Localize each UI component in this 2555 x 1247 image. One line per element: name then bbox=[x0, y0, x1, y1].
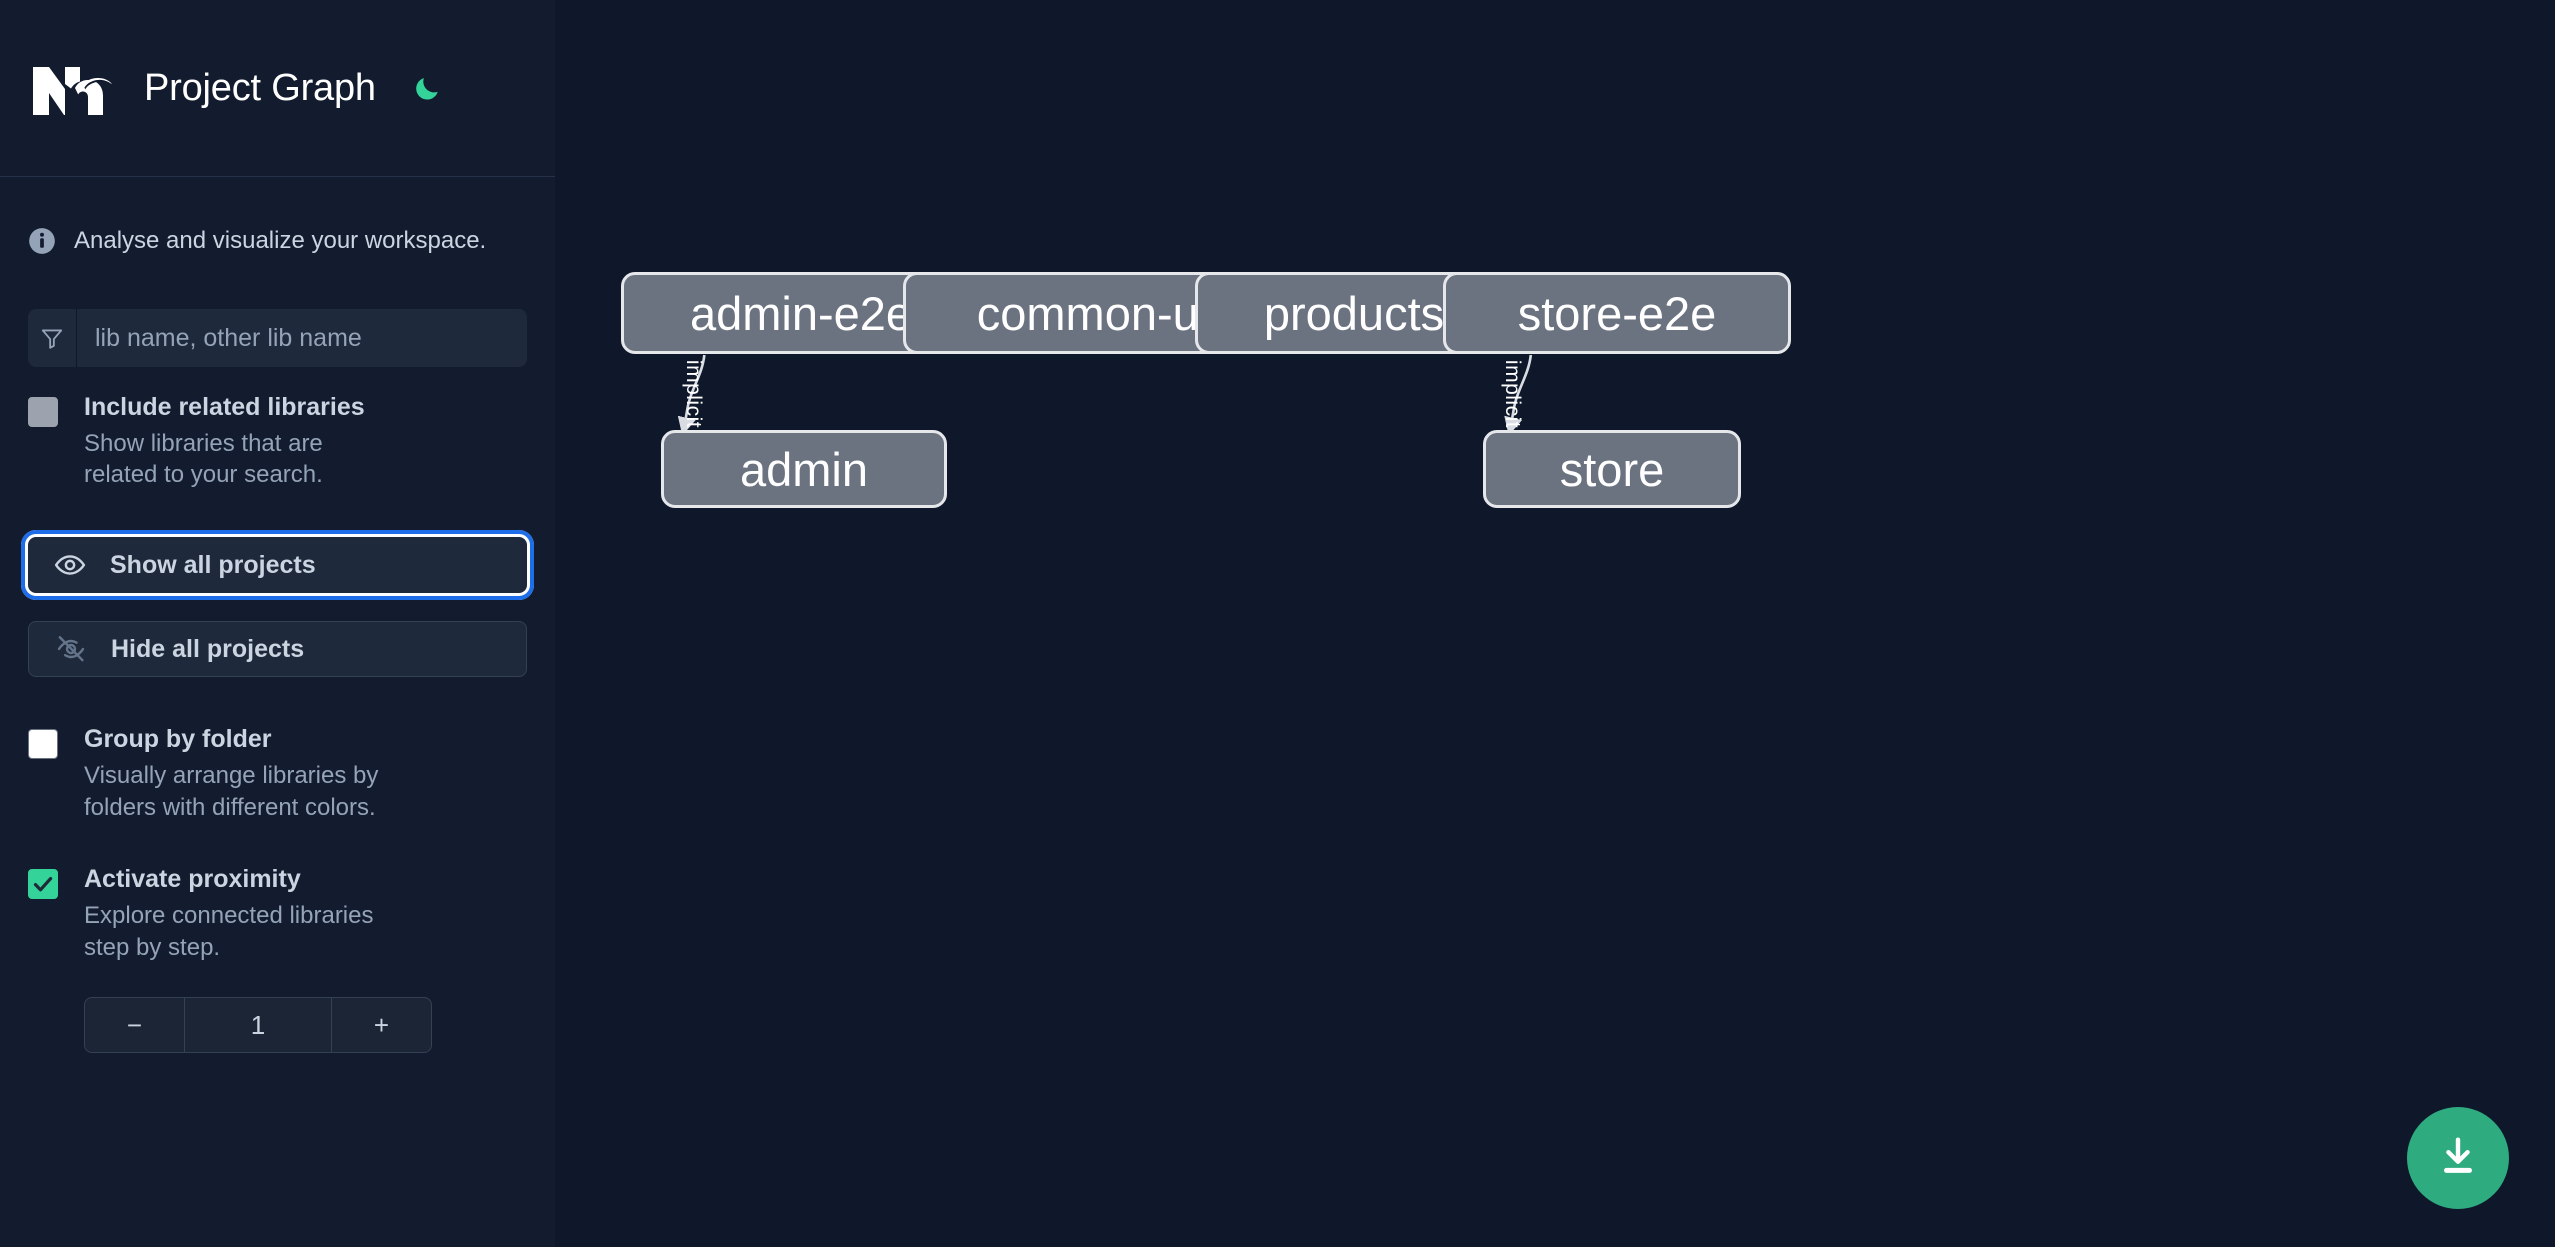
show-all-projects-label: Show all projects bbox=[110, 550, 316, 579]
search-field[interactable] bbox=[28, 309, 527, 367]
option-group-by-folder[interactable]: Group by folder Visually arrange librari… bbox=[28, 725, 527, 823]
hide-all-projects-button[interactable]: Hide all projects bbox=[28, 621, 527, 678]
tagline: Analyse and visualize your workspace. bbox=[28, 227, 527, 255]
graph-node-admin[interactable]: admin bbox=[661, 430, 947, 508]
node-label: store bbox=[1559, 442, 1665, 496]
show-all-projects-button[interactable]: Show all projects bbox=[21, 530, 534, 601]
checkbox-include-related-libraries[interactable] bbox=[28, 397, 58, 427]
search-input[interactable] bbox=[77, 309, 527, 367]
moon-icon[interactable] bbox=[408, 68, 448, 108]
download-image-button[interactable] bbox=[2407, 1107, 2509, 1209]
download-icon bbox=[2435, 1133, 2481, 1184]
graph-edges bbox=[677, 354, 1533, 436]
hide-all-projects-label: Hide all projects bbox=[111, 634, 305, 663]
proximity-value: 1 bbox=[250, 1009, 266, 1040]
app-title: Project Graph bbox=[144, 66, 376, 109]
checkbox-group-by-folder[interactable] bbox=[28, 729, 58, 760]
sidebar-header: Project Graph bbox=[0, 0, 555, 177]
option-description: Visually arrange libraries by folders wi… bbox=[84, 761, 379, 821]
eye-off-icon bbox=[55, 632, 89, 666]
option-label: Group by folder bbox=[84, 725, 272, 754]
edge-label-store-implicit: implicit bbox=[1501, 359, 1525, 429]
sidebar: Project Graph Analyse and visualize your… bbox=[0, 0, 555, 1247]
info-icon bbox=[28, 227, 56, 255]
graph-node-store[interactable]: store bbox=[1483, 430, 1741, 508]
nx-logo-icon bbox=[28, 57, 112, 119]
graph-node-store-e2e[interactable]: store-e2e bbox=[1443, 272, 1791, 354]
proximity-increment-button[interactable]: + bbox=[331, 998, 431, 1053]
node-label: admin bbox=[739, 442, 868, 496]
filter-funnel-icon bbox=[28, 309, 77, 367]
tagline-text: Analyse and visualize your workspace. bbox=[74, 227, 487, 254]
edge-label-admin-implicit: implicit bbox=[682, 359, 706, 429]
proximity-stepper[interactable]: − 1 + bbox=[84, 997, 432, 1054]
sidebar-body: Analyse and visualize your workspace. In… bbox=[0, 227, 555, 1054]
node-label: store-e2e bbox=[1517, 286, 1717, 340]
graph-canvas[interactable]: admin-e2e common-ui products store-e2e a… bbox=[555, 0, 2555, 1247]
option-description: Explore connected libraries step by step… bbox=[84, 901, 374, 961]
option-label: Include related libraries bbox=[84, 393, 365, 421]
proximity-decrement-button[interactable]: − bbox=[85, 998, 185, 1053]
option-activate-proximity[interactable]: Activate proximity Explore connected lib… bbox=[28, 865, 527, 963]
option-include-related-libraries[interactable]: Include related libraries Show libraries… bbox=[28, 393, 527, 491]
node-label: admin-e2e bbox=[689, 286, 913, 340]
node-label: common-ui bbox=[976, 286, 1210, 340]
checkbox-activate-proximity[interactable] bbox=[28, 869, 58, 900]
option-label: Activate proximity bbox=[84, 865, 301, 894]
eye-icon bbox=[54, 548, 88, 582]
node-label: products bbox=[1263, 286, 1445, 340]
option-description: Show libraries that are related to your … bbox=[84, 429, 323, 489]
